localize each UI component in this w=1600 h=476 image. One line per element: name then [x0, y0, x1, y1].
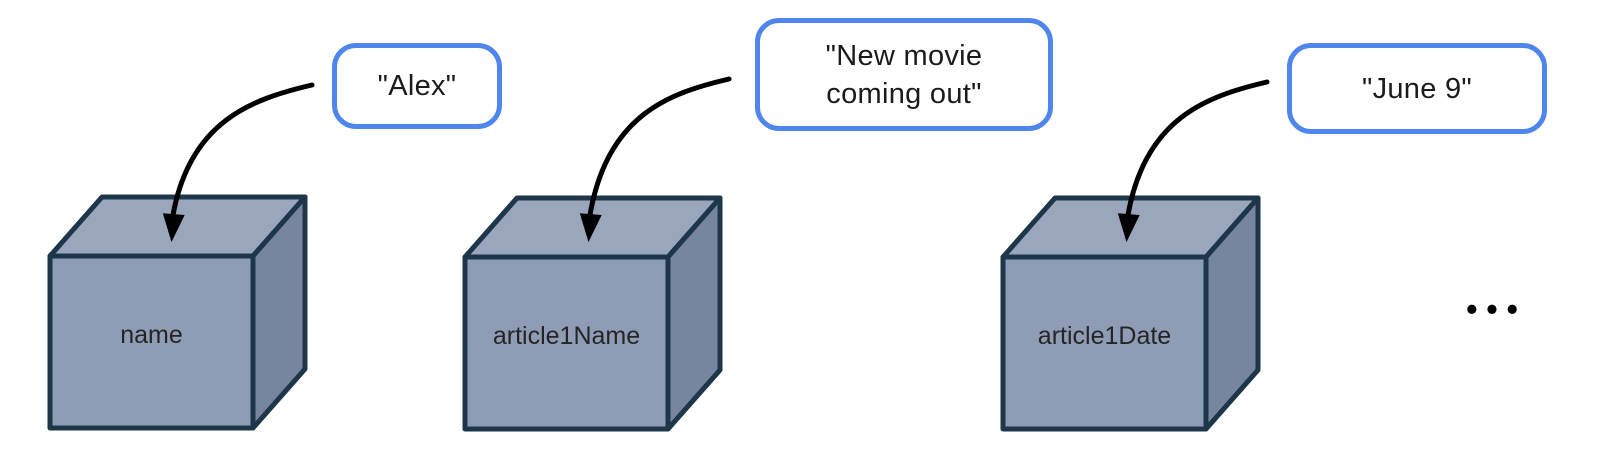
cube-front-face [47, 253, 256, 431]
value-bubble-new-movie: "New movie coming out" [755, 18, 1053, 131]
arrow-curve [1125, 79, 1270, 218]
arrowhead-icon [1117, 213, 1140, 242]
cube-front-face [462, 254, 671, 432]
arrow-curve [587, 76, 732, 218]
arrow-june9-to-article1date [1117, 79, 1270, 242]
bubble-text: "Alex" [377, 70, 457, 102]
cube-front-face [1000, 254, 1209, 432]
arrowhead-icon [162, 213, 185, 242]
arrow-alex-to-name [162, 82, 315, 242]
value-bubble-june9: "June 9" [1287, 43, 1547, 134]
bubble-text-line-1: "New movie [825, 39, 983, 72]
arrow-curve [170, 82, 315, 218]
cube-article1name [462, 195, 723, 432]
bubble-text-line-2: coming out" [826, 77, 982, 110]
variable-label-article1name: article1Name [492, 321, 641, 350]
ellipsis-indicator: ••• [1466, 290, 1527, 327]
arrow-newmovie-to-article1name [579, 76, 732, 242]
variable-label-name: name [120, 320, 183, 349]
arrowhead-icon [579, 213, 602, 242]
value-bubble-alex: "Alex" [332, 43, 502, 129]
variable-label-article1date: article1Date [1037, 321, 1172, 350]
bubble-text: "June 9" [1361, 72, 1473, 105]
cube-name [47, 194, 308, 431]
